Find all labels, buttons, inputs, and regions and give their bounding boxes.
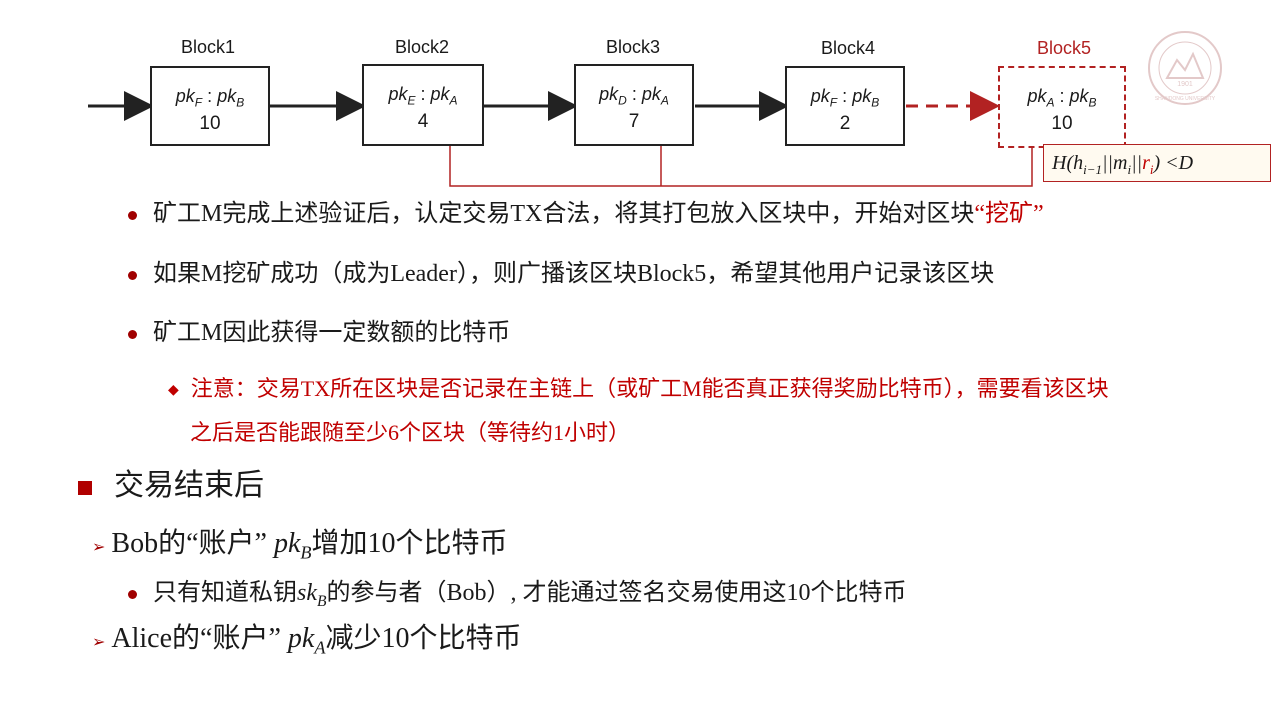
arrow-bullet-icon: ➢ bbox=[92, 634, 106, 651]
bullet-dot-icon bbox=[128, 329, 137, 339]
block3-title: Block3 bbox=[605, 37, 661, 57]
block5-value: 10 bbox=[1051, 112, 1073, 134]
bullet-dot-icon bbox=[128, 589, 137, 599]
bullet-dot-icon bbox=[128, 210, 137, 220]
block2-title: Block2 bbox=[394, 37, 450, 57]
hash-condition-formula: H(hi−1||mi||ri) <D bbox=[1043, 144, 1271, 182]
bullet-reward: 矿工M因此获得一定数额的比特币 bbox=[128, 318, 510, 348]
svg-text:1901: 1901 bbox=[1177, 81, 1193, 88]
block4: pkF : pkB 2 bbox=[785, 66, 905, 146]
block1-value: 10 bbox=[199, 112, 221, 134]
block4-value: 2 bbox=[839, 112, 851, 134]
section-title: 交易结束后 bbox=[78, 466, 264, 506]
university-seal-icon: 1901 SHANDONG UNIVERSITY bbox=[1148, 31, 1222, 105]
block1-title: Block1 bbox=[180, 37, 236, 57]
bullet-mining-start: 矿工M完成上述验证后，认定交易TX合法，将其打包放入区块中，开始对区块“挖矿” bbox=[128, 199, 1044, 229]
block2-value: 4 bbox=[417, 110, 429, 132]
block5-title: Block5 bbox=[1036, 38, 1092, 58]
bullet-mining-success: 如果M挖矿成功（成为Leader），则广播该区块Block5，希望其他用户记录该… bbox=[128, 259, 994, 289]
diamond-bullet-icon: ◆ bbox=[168, 382, 179, 398]
block1: pkF : pkB 10 bbox=[150, 66, 270, 146]
bob-private-key-detail: 只有知道私钥skB的参与者（Bob）, 才能通过签名交易使用这10个比特币 bbox=[128, 578, 907, 617]
block3: pkD : pkA 7 bbox=[574, 64, 694, 146]
bob-account-line: ➢Bob的“账户” pkB增加10个比特币 bbox=[92, 528, 508, 563]
alice-account-line: ➢Alice的“账户” pkA减少10个比特币 bbox=[92, 623, 522, 658]
block3-value: 7 bbox=[628, 110, 640, 132]
arrow-bullet-icon: ➢ bbox=[92, 539, 106, 556]
svg-text:SHANDONG UNIVERSITY: SHANDONG UNIVERSITY bbox=[1155, 96, 1216, 102]
block5: pkA : pkB 10 bbox=[998, 66, 1126, 148]
block4-title: Block4 bbox=[820, 38, 876, 58]
note-confirmation: ◆注意：交易TX所在区块是否记录在主链上（或矿工M能否真正获得奖励比特币），需要… bbox=[168, 376, 1109, 445]
block2: pkE : pkA 4 bbox=[362, 64, 484, 146]
square-bullet-icon bbox=[78, 481, 92, 496]
bullet-dot-icon bbox=[128, 270, 137, 280]
chain-diagram bbox=[88, 91, 1033, 187]
input-reference-line bbox=[449, 112, 1033, 187]
